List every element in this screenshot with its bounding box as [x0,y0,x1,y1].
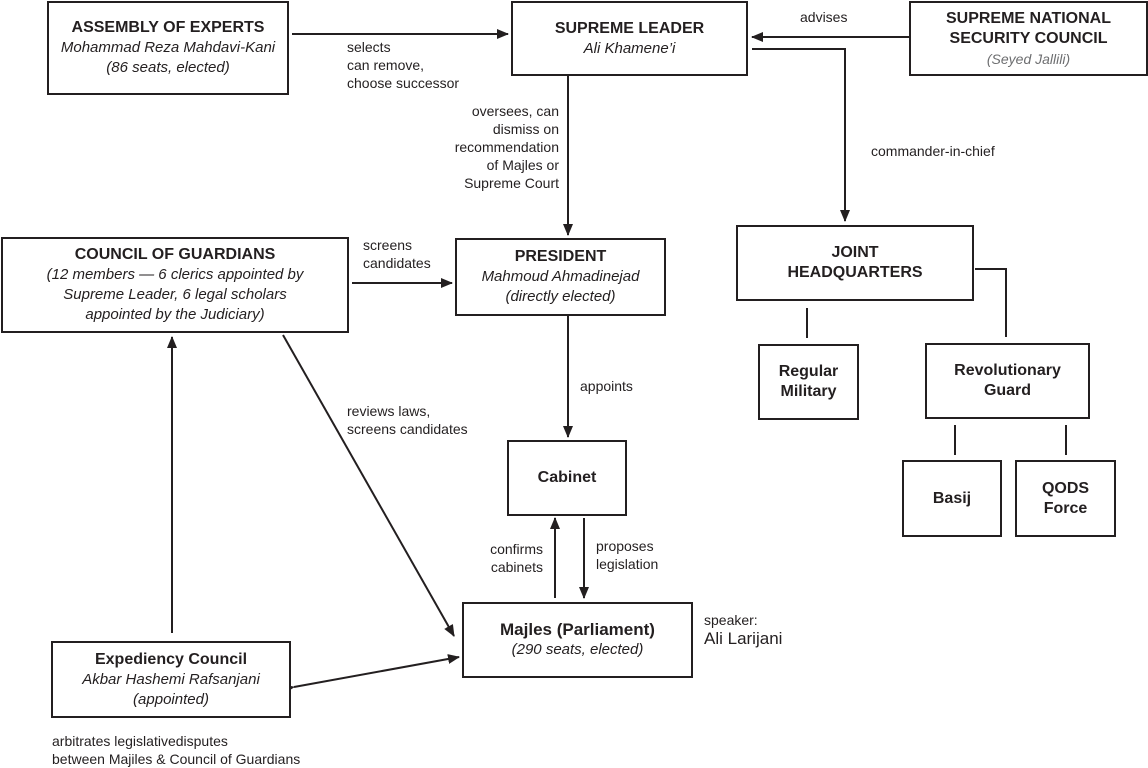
expediency-title: Expediency Council [94,650,248,668]
snsc-box: SUPREME NATIONAL SECURITY COUNCIL (Seyed… [909,1,1148,76]
label-oversees-line-3: recommendation [454,139,559,155]
guardians-desc-3: appointed by the Judiciary) [85,306,265,323]
label-oversees-line-2: dismiss on [492,121,559,137]
qods-title-2: Force [1043,499,1088,517]
joint-headquarters-box: JOINT HEADQUARTERS [736,225,974,301]
label-screens-line-2: candidates [363,255,431,271]
snsc-title-2: SECURITY COUNCIL [949,29,1108,47]
irgc-title-1: Revolutionary [954,362,1061,379]
label-confirms-line-2: cabinets [490,559,543,575]
assembly-seats: (86 seats, elected) [106,59,230,76]
label-speaker-name: Ali Larijani [704,629,783,648]
qods-title-1: QODS [1041,479,1090,497]
joint-title-1: JOINT [831,244,879,261]
label-confirms-cabinets: confirms cabinets [462,540,543,576]
majles-title: Majles (Parliament) [500,620,655,639]
revolutionary-guard-box: Revolutionary Guard [925,343,1090,419]
snsc-head: (Seyed Jallili) [986,50,1071,67]
president-title: PRESIDENT [514,248,607,265]
basij-title: Basij [932,489,972,507]
label-screens-line-1: screens [363,237,413,253]
leader-name: Ali Khamene’i [583,39,676,57]
qods-force-box: QODS Force [1015,460,1116,537]
irgc-title-2: Guard [983,382,1032,399]
president-box: PRESIDENT Mahmoud Ahmadinejad (directly … [455,238,666,316]
regular-military-box: Regular Military [758,344,859,420]
expediency-appointed: (appointed) [133,690,209,708]
label-advises: advises [800,9,848,25]
leader-title: SUPREME LEADER [554,19,705,37]
label-oversees-line-1: oversees, can [471,103,559,119]
council-of-guardians-box: COUNCIL OF GUARDIANS (12 members — 6 cle… [1,237,349,333]
label-reviews-laws: reviews laws, screens candidates [347,402,468,438]
arrow-guardians-to-majles [282,334,455,637]
regular-title-1: Regular [778,363,839,380]
arrow-expediency-majles-double [282,654,460,694]
label-appoints: appoints [580,378,633,394]
label-proposes-legislation: proposes legislation [596,537,658,573]
expediency-council-box: Expediency Council Akbar Hashemi Rafsanj… [51,641,291,718]
label-arbitrates: arbitrates legislativedisputes between M… [52,732,300,768]
guardians-title: COUNCIL OF GUARDIANS [74,246,276,263]
regular-title-2: Military [780,383,837,400]
label-speaker-title: speaker: [704,612,758,628]
assembly-chair: Mohammad Reza Mahdavi-Kani [60,39,276,56]
label-speaker: speaker: Ali Larijani [704,611,782,649]
supreme-leader-box: SUPREME LEADER Ali Khamene’i [511,1,748,76]
joint-title-2: HEADQUARTERS [787,264,923,281]
label-selects: selects can remove, choose successor [347,38,459,92]
expediency-chair: Akbar Hashemi Rafsanjani [82,670,260,688]
assembly-title: ASSEMBLY OF EXPERTS [71,19,265,36]
president-election: (directly elected) [505,288,616,305]
assembly-of-experts-box: ASSEMBLY OF EXPERTS Mohammad Reza Mahdav… [47,1,289,95]
majles-box: Majles (Parliament) (290 seats, elected) [462,602,693,678]
snsc-title-1: SUPREME NATIONAL [945,9,1112,27]
label-proposes-line-1: proposes [596,538,654,554]
label-arbitrates-line-1: arbitrates legislativedisputes [52,733,228,749]
label-screens-candidates: screens candidates [363,236,431,272]
arrow-leader-to-joint [752,48,850,222]
label-oversees: oversees, can dismiss on recommendation … [420,102,559,192]
president-name: Mahmoud Ahmadinejad [481,268,640,285]
label-oversees-line-4: of Majles or [486,157,559,173]
guardians-desc-2: Supreme Leader, 6 legal scholars [63,286,287,303]
label-reviews-line-2: screens candidates [347,421,468,437]
label-selects-line-3: choose successor [347,75,460,91]
cabinet-title: Cabinet [537,469,597,486]
label-oversees-line-5: Supreme Court [464,175,559,191]
label-arbitrates-line-2: between Majiles & Council of Guardians [52,751,301,767]
label-selects-line-1: selects [347,39,391,55]
label-proposes-line-2: legislation [596,556,659,572]
basij-box: Basij [902,460,1002,537]
majles-seats: (290 seats, elected) [511,641,644,658]
cabinet-box: Cabinet [507,440,627,516]
guardians-desc-1: (12 members — 6 clerics appointed by [46,266,304,283]
label-reviews-line-1: reviews laws, [347,403,431,419]
label-selects-line-2: can remove, [347,57,425,73]
label-commander-in-chief: commander-in-chief [871,143,995,159]
line-joint-to-irgc [975,268,1007,337]
label-confirms-line-1: confirms [490,541,543,557]
